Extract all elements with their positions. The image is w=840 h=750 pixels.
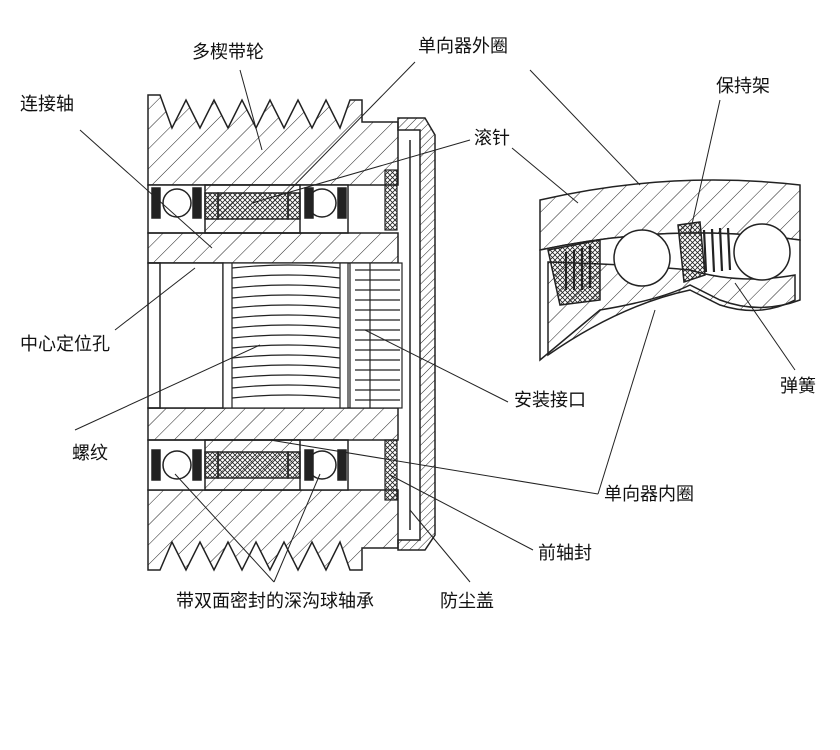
label-cage: 保持架 xyxy=(716,76,770,97)
label-mounting-interface: 安装接口 xyxy=(514,390,586,411)
label-dust-cover: 防尘盖 xyxy=(440,591,494,612)
dust-cover xyxy=(397,117,436,551)
label-connecting-shaft: 连接轴 xyxy=(20,94,74,115)
label-needle: 滚针 xyxy=(474,128,510,149)
label-inner-ring: 单向器内圈 xyxy=(604,484,694,505)
label-pulley: 多楔带轮 xyxy=(192,42,264,63)
lower-bearing-area xyxy=(147,439,349,491)
thread xyxy=(222,262,349,409)
clutch-detail xyxy=(539,179,801,362)
front-seal xyxy=(384,169,398,501)
pulley-body xyxy=(147,94,399,572)
label-center-hole: 中心定位孔 xyxy=(20,334,110,355)
label-bearing: 带双面密封的深沟球轴承 xyxy=(176,591,374,612)
label-front-seal: 前轴封 xyxy=(538,543,592,564)
label-outer-ring: 单向器外圈 xyxy=(418,36,508,57)
label-spring: 弹簧 xyxy=(780,376,816,397)
label-thread: 螺纹 xyxy=(72,443,108,464)
spring-coil xyxy=(564,227,732,290)
connecting-shaft xyxy=(147,232,399,441)
upper-bearing-area xyxy=(147,184,349,234)
leader-lines xyxy=(74,61,796,583)
